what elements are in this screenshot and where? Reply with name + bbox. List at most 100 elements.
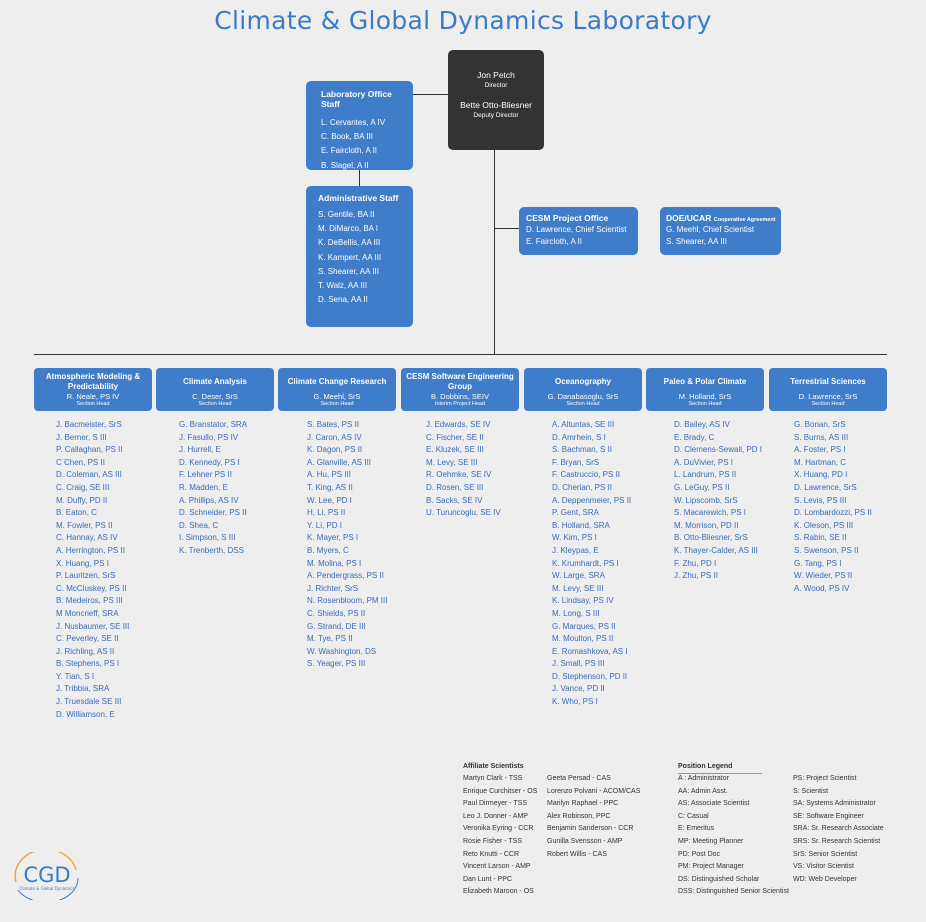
list-item: Lorenzo Polvani - ACOM/CAS xyxy=(547,787,641,795)
list-item: MP: Meeting Planner xyxy=(678,837,744,845)
list-item: SRA: Sr. Research Associate xyxy=(793,825,884,833)
connector-cesm-office xyxy=(494,228,519,229)
list-item: R. Oehmke, SE IV xyxy=(426,470,492,480)
list-item: DS: Distinguished Scholar xyxy=(678,875,760,883)
list-item: M. Tye, PS II xyxy=(307,634,353,644)
logo-text: CGD xyxy=(23,863,70,887)
lab-office-member: C. Book, BA III xyxy=(321,132,374,142)
list-item: Veronika Eyring - CCR xyxy=(463,825,534,833)
admin-staff-member: T. Walz, AA III xyxy=(318,281,368,291)
list-item: W. Wieder, PS II xyxy=(794,571,853,581)
list-item: M Moncrieff, SRA xyxy=(56,608,119,618)
list-item: C. Peverley, SE II xyxy=(56,634,119,644)
lab-office-member: B. Slagel, A II xyxy=(321,160,369,170)
list-item: A. Glanville, AS III xyxy=(307,457,372,467)
section-name: Paleo & Polar Climate xyxy=(663,376,747,386)
section-name: Oceanography xyxy=(554,376,611,386)
section-head-cseg: CESM Software Engineering Group B. Dobbi… xyxy=(401,368,519,411)
list-item: E. Romashkova, AS I xyxy=(552,646,628,656)
list-item: B. Eaton, C xyxy=(56,508,97,518)
list-item: J. Vance, PD II xyxy=(552,684,605,694)
list-item: M. Molina, PS I xyxy=(307,558,362,568)
list-item: Marilyn Raphael - PPC xyxy=(547,800,619,808)
section-head-name: D. Lawrence, SrS xyxy=(798,392,858,401)
list-item: SA: Systems Administrator xyxy=(793,800,876,808)
list-item: J. Berner, S III xyxy=(56,432,107,442)
list-item: R. Madden, E xyxy=(179,482,228,492)
list-item: K. Thayer-Calder, AS III xyxy=(674,545,758,555)
list-item: Benjamin Sanderson - CCR xyxy=(547,825,634,833)
admin-staff-member: S. Shearer, AA III xyxy=(318,266,379,276)
list-item: A. Foster, PS I xyxy=(794,445,846,455)
cesm-office-title: CESM Project Office xyxy=(526,213,609,223)
list-item: Robert Willis - CAS xyxy=(547,850,607,858)
lab-office-title: Laboratory Office Staff xyxy=(321,89,392,109)
list-item: S. Macarewich, PS I xyxy=(674,508,747,518)
list-item: A. Deppenmeier, PS II xyxy=(552,495,632,505)
list-item: C Chen, PS II xyxy=(56,457,105,467)
list-item: X. Huang, PS I xyxy=(56,558,109,568)
cesm-office-member: E. Faircloth, A II xyxy=(526,237,583,246)
list-item: D. Clemens-Sewall, PD I xyxy=(674,445,763,455)
list-item: W. Lipscomb, SrS xyxy=(674,495,738,505)
list-item: F. Lehner PS II xyxy=(179,470,232,480)
list-item: M. Moulton, PS II xyxy=(552,634,614,644)
section-name: Atmospheric Modeling & Predictability xyxy=(45,372,141,391)
deputy-role: Deputy Director xyxy=(473,112,519,119)
list-item: Geeta Persad - CAS xyxy=(547,775,611,782)
section-head-role: Section Head xyxy=(811,401,845,407)
list-item: E. Kluzek, SE III xyxy=(426,445,484,455)
section-head-ocean: Oceanography G. Danabasoglu, SrS Section… xyxy=(524,368,642,411)
list-item: M. Morrison, PD II xyxy=(674,520,739,530)
list-item: A. Wood, PS IV xyxy=(794,583,850,593)
section-head-role: Section Head xyxy=(320,401,354,407)
list-item: D. Bailey, AS IV xyxy=(674,420,730,429)
list-item: W. Large, SRA xyxy=(552,571,605,581)
list-item: K. Lindsay, PS IV xyxy=(552,596,614,606)
list-item: J. Truesdale SE III xyxy=(56,697,122,707)
list-item: G. Branstator, SRA xyxy=(179,420,248,429)
list-item: A. DuVivier, PS I xyxy=(674,457,733,467)
list-item: S. Rabin, SE II xyxy=(794,533,847,543)
cgd-logo-mark: CGD Climate & Global Dynamics xyxy=(14,848,79,903)
lab-office-member: E. Faircloth, A II xyxy=(321,146,378,156)
list-item: M. Duffy, PD II xyxy=(56,495,108,505)
list-item: L. Landrum, PS II xyxy=(674,470,737,480)
list-item: M. Levy, SE III xyxy=(552,583,604,593)
list-item: G. Marques, PS II xyxy=(552,621,616,631)
list-item: Y. Tian, S I xyxy=(56,671,95,681)
list-item: Dan Lunt - PPC xyxy=(463,875,513,883)
list-item: Reto Knutti - CCR xyxy=(463,850,520,858)
list-item: D. Amrhein, S I xyxy=(552,432,606,442)
cesm-office-member: D. Lawrence, Chief Scientist xyxy=(526,225,627,234)
admin-staff-member: D. Sena, AA II xyxy=(318,295,368,305)
list-item: W. Washington, DS xyxy=(307,646,377,656)
list-item: A : Administrator xyxy=(678,775,729,782)
list-item: J. Hurrell, E xyxy=(179,445,221,455)
list-item: A. Pendergrass, PS II xyxy=(307,571,384,581)
list-item: K. Krumhardt, PS I xyxy=(552,558,619,568)
list-item: D. Cherian, PS II xyxy=(552,482,613,492)
list-item: W. Lee, PD I xyxy=(307,495,352,505)
list-item: S. Levis, PS III xyxy=(794,495,847,505)
list-item: W. Kim, PS I xyxy=(552,533,597,543)
list-item: A. Hu, PS III xyxy=(307,470,352,480)
list-item: D. Kennedy, PS I xyxy=(179,457,240,467)
list-item: S. Yeager, PS III xyxy=(307,659,366,669)
section-head-atm: Atmospheric Modeling & Predictability R.… xyxy=(34,368,152,411)
section-head-name: G. Meehl, SrS xyxy=(313,392,361,401)
admin-staff-title: Administrative Staff xyxy=(318,193,399,203)
list-item: B. Medeiros, PS III xyxy=(56,596,123,606)
list-item: F. Castruccio, PS II xyxy=(552,470,621,480)
list-item: PM: Project Manager xyxy=(678,863,744,871)
list-item: B. Sacks, SE IV xyxy=(426,495,483,505)
list-item: P. Callaghan, PS II xyxy=(56,445,123,455)
list-item: J. Richter, SrS xyxy=(307,583,359,593)
admin-staff-member: M. DiMarco, BA I xyxy=(318,224,379,234)
list-item: B. Myers, C xyxy=(307,545,349,555)
